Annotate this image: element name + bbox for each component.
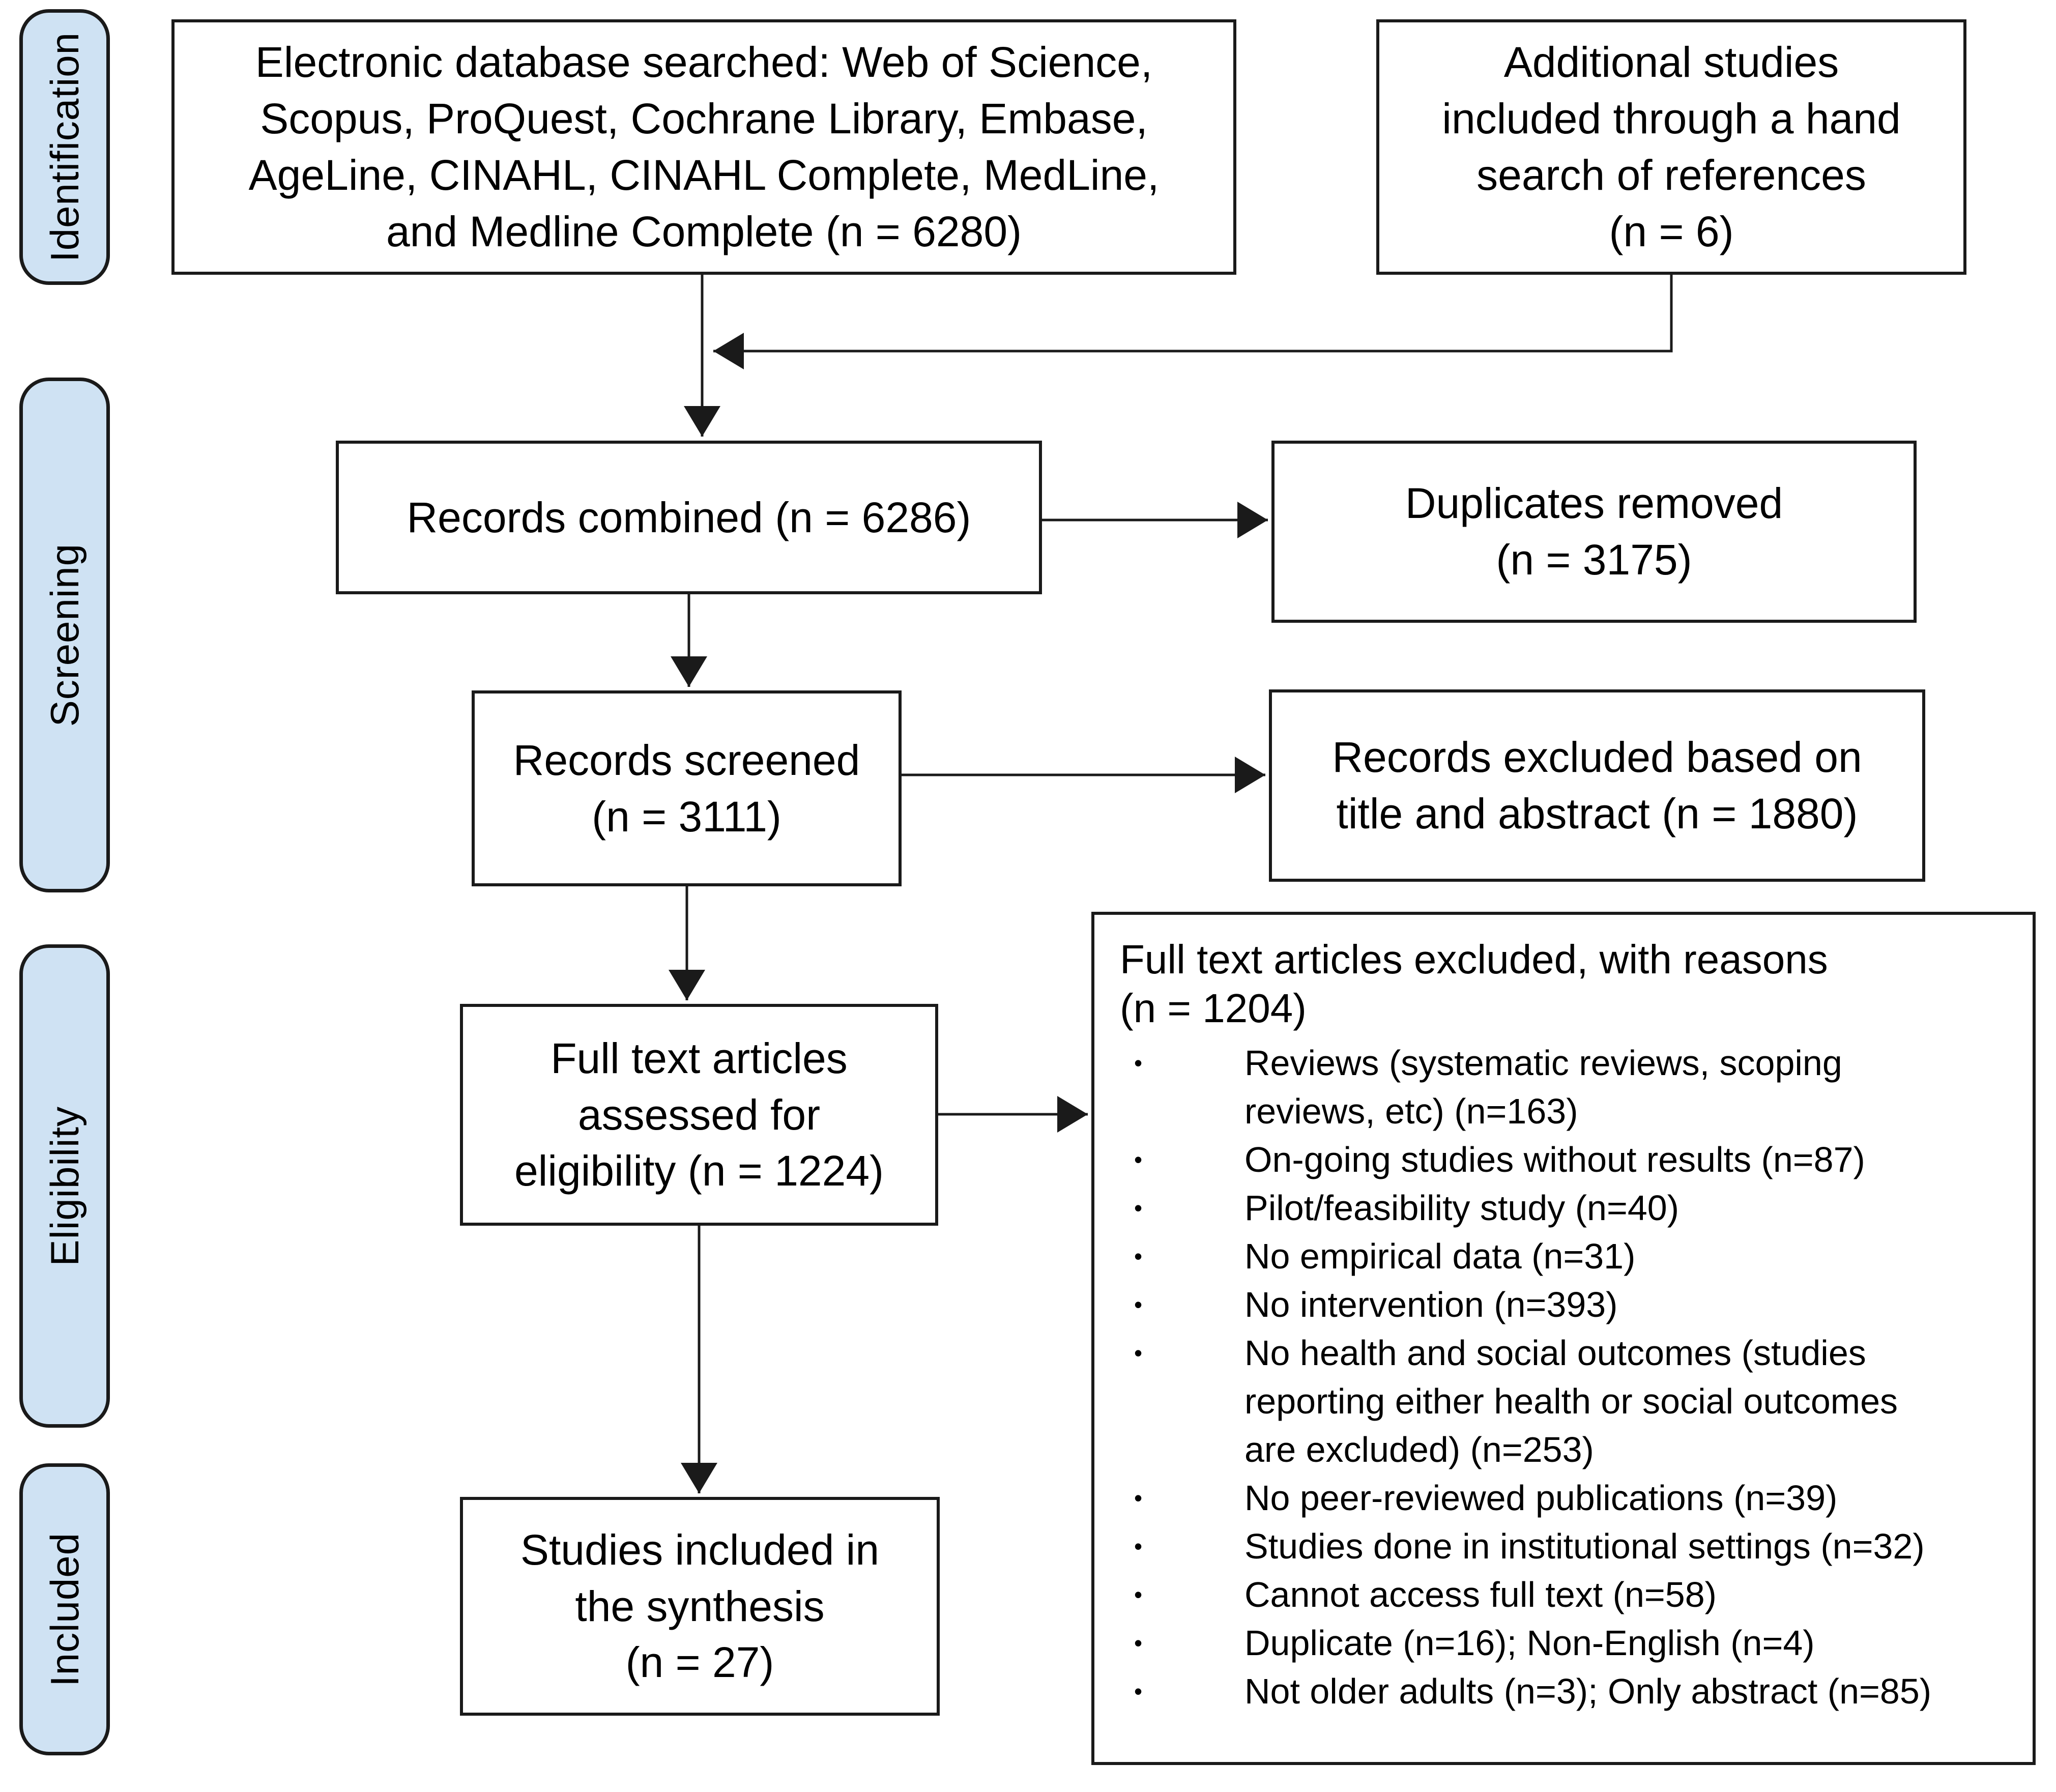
exclusion-reason-item: No empirical data (n=31) — [1120, 1232, 2028, 1281]
exclusion-reason-item: On-going studies without results (n=87) — [1120, 1136, 2028, 1184]
stage-label-included-text: Included — [42, 1532, 87, 1687]
stage-label-eligibility-text: Eligibility — [42, 1106, 87, 1266]
node-full-text-assessed-text: Full text articles assessed for eligibil… — [514, 1034, 884, 1195]
stage-label-screening: Screening — [19, 378, 110, 892]
node-records-screened-text: Records screened (n = 3111) — [513, 736, 860, 841]
exclusion-reason-item: No health and social outcomes (studies r… — [1120, 1329, 2028, 1474]
node-electronic-databases: Electronic database searched: Web of Sci… — [171, 19, 1236, 275]
stage-label-identification: Identification — [19, 9, 110, 285]
exclusion-reason-item: Reviews (systematic reviews, scoping rev… — [1120, 1039, 2028, 1136]
stage-label-identification-text: Identification — [42, 32, 87, 262]
node-studies-included-text: Studies included in the synthesis (n = 2… — [520, 1525, 880, 1687]
exclusion-reasons-list: Reviews (systematic reviews, scoping rev… — [1120, 1039, 2028, 1716]
node-full-text-assessed: Full text articles assessed for eligibil… — [460, 1004, 938, 1226]
node-records-combined-text: Records combined (n = 6286) — [407, 493, 971, 541]
node-full-text-excluded-reasons-title: Full text articles excluded, with reason… — [1120, 937, 1828, 1031]
node-duplicates-removed-text: Duplicates removed (n = 3175) — [1405, 479, 1783, 584]
node-records-excluded-title-abstract: Records excluded based on title and abst… — [1269, 689, 1925, 882]
exclusion-reason-item: Duplicate (n=16); Non-English (n=4) — [1120, 1619, 2028, 1667]
stage-label-included: Included — [19, 1463, 110, 1755]
node-records-excluded-title-abstract-text: Records excluded based on title and abst… — [1332, 733, 1862, 837]
exclusion-reason-item: Studies done in institutional settings (… — [1120, 1522, 2028, 1571]
node-records-screened: Records screened (n = 3111) — [472, 690, 902, 886]
node-electronic-databases-text: Electronic database searched: Web of Sci… — [248, 38, 1160, 255]
stage-label-screening-text: Screening — [42, 543, 87, 727]
exclusion-reason-item: Cannot access full text (n=58) — [1120, 1571, 2028, 1619]
node-records-combined: Records combined (n = 6286) — [336, 441, 1042, 594]
node-hand-search: Additional studies included through a ha… — [1376, 19, 1966, 275]
node-studies-included: Studies included in the synthesis (n = 2… — [460, 1497, 940, 1716]
exclusion-reason-item: Pilot/feasibility study (n=40) — [1120, 1184, 2028, 1232]
node-hand-search-text: Additional studies included through a ha… — [1442, 38, 1901, 255]
exclusion-reason-item: No intervention (n=393) — [1120, 1281, 2028, 1329]
exclusion-reason-item: No peer-reviewed publications (n=39) — [1120, 1474, 2028, 1522]
node-duplicates-removed: Duplicates removed (n = 3175) — [1271, 441, 1917, 623]
stage-label-eligibility: Eligibility — [19, 944, 110, 1428]
exclusion-reason-item: Not older adults (n=3); Only abstract (n… — [1120, 1667, 2028, 1716]
node-full-text-excluded-reasons: Full text articles excluded, with reason… — [1091, 912, 2036, 1765]
arrow-handsearch-to-junction — [713, 275, 1673, 369]
